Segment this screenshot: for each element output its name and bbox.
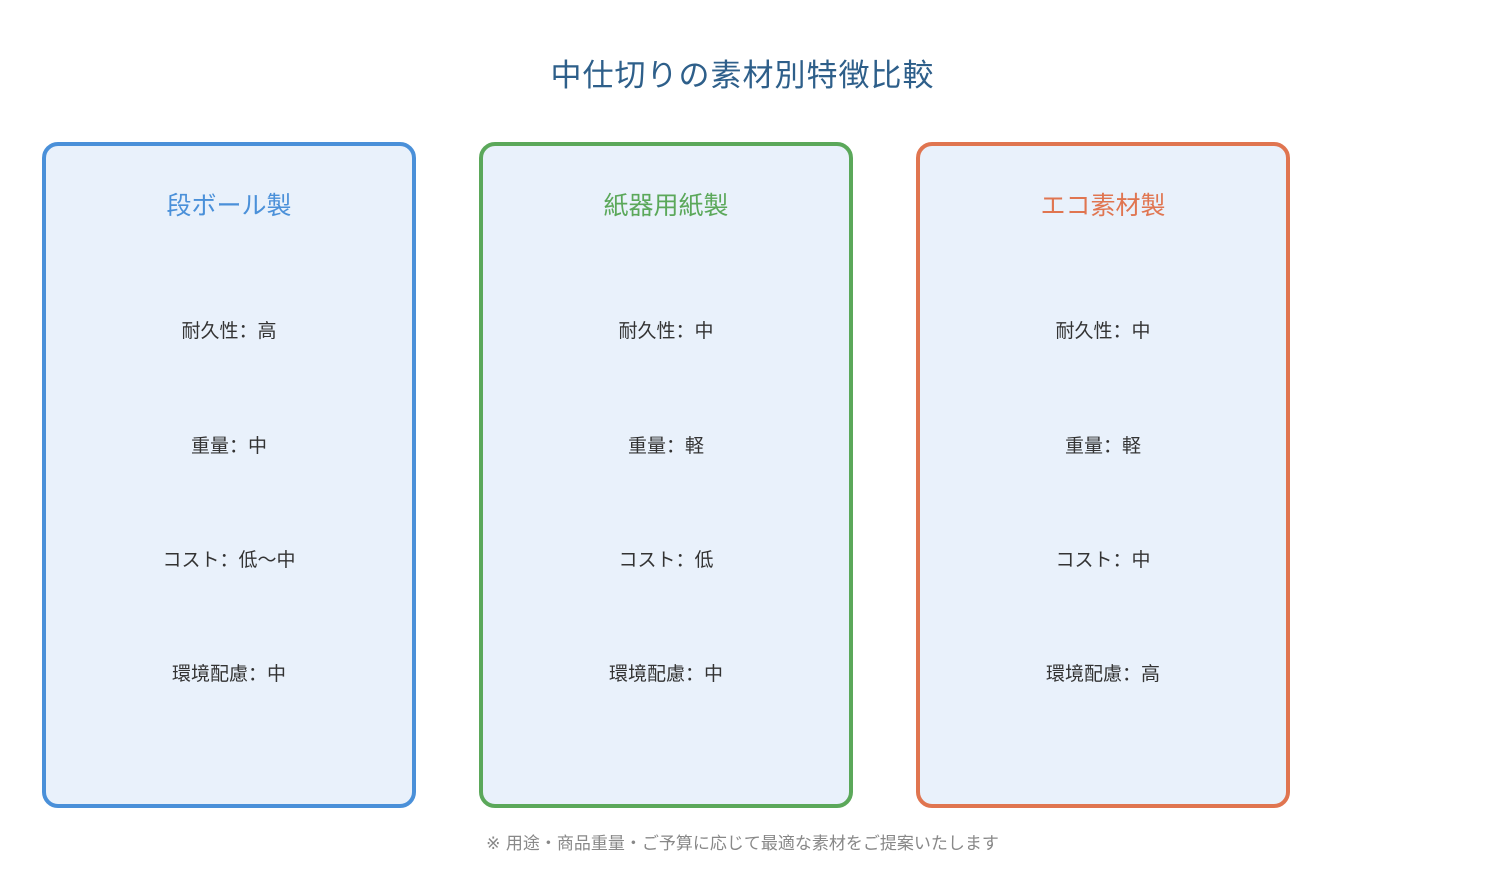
row-eco: 環境配慮：高 xyxy=(1045,663,1160,685)
page-title: 中仕切りの素材別特徴比較 xyxy=(550,58,935,94)
card-cardboard: 段ボール製 耐久性：高 重量：中 コスト：低〜中 環境配慮：中 xyxy=(42,142,416,808)
row-durability: 耐久性：中 xyxy=(1055,320,1151,342)
row-eco: 環境配慮：中 xyxy=(608,663,723,685)
row-cost: コスト：低 xyxy=(618,549,714,571)
row-weight: 重量：軽 xyxy=(1064,435,1141,457)
row-eco: 環境配慮：中 xyxy=(171,663,286,685)
row-weight: 重量：軽 xyxy=(627,435,704,457)
card-title: エコ素材製 xyxy=(1040,191,1166,220)
card-eco-material: エコ素材製 耐久性：中 重量：軽 コスト：中 環境配慮：高 xyxy=(916,142,1290,808)
row-weight: 重量：中 xyxy=(190,435,267,457)
row-cost: コスト：中 xyxy=(1055,549,1151,571)
card-paperboard: 紙器用紙製 耐久性：中 重量：軽 コスト：低 環境配慮：中 xyxy=(479,142,853,808)
card-title: 段ボール製 xyxy=(166,191,292,220)
card-title: 紙器用紙製 xyxy=(603,191,729,220)
row-cost: コスト：低〜中 xyxy=(162,549,296,571)
footnote: ※ 用途・商品重量・ご予算に応じて最適な素材をご提案いたします xyxy=(486,834,999,854)
row-durability: 耐久性：中 xyxy=(618,320,714,342)
row-durability: 耐久性：高 xyxy=(181,320,277,342)
